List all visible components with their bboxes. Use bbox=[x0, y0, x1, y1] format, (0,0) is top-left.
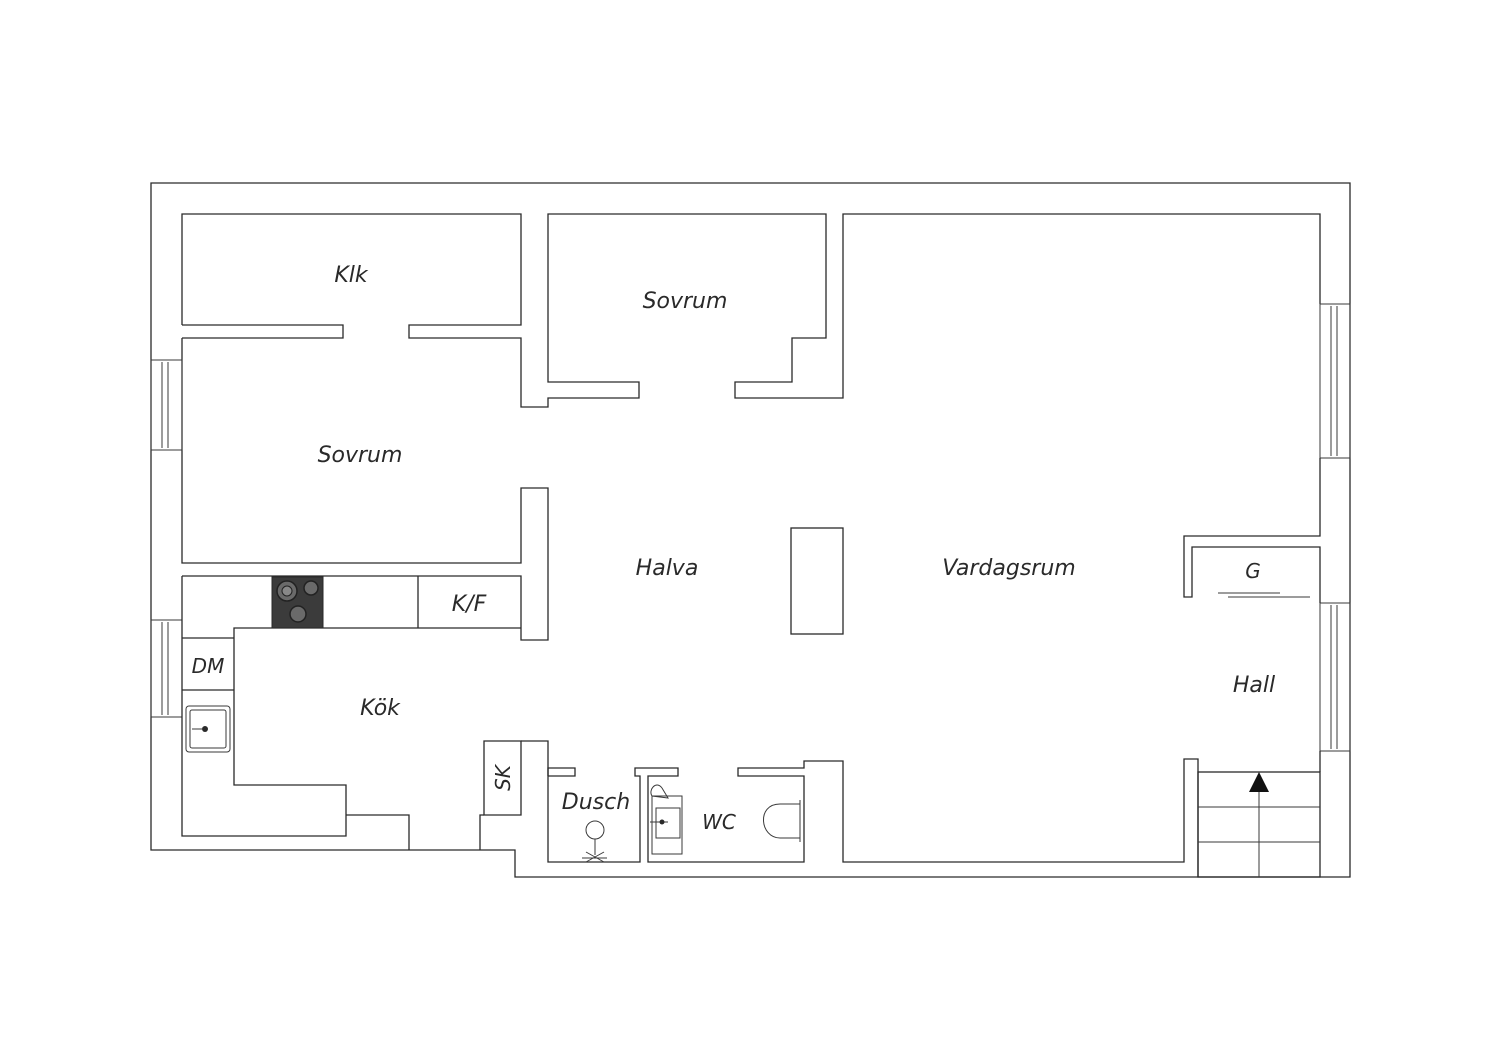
stove-icon bbox=[271, 576, 324, 629]
kitchen-counter-top bbox=[181, 576, 521, 837]
room-label-dm: DM bbox=[192, 654, 225, 678]
shower-icon bbox=[582, 820, 607, 863]
window-right-upper bbox=[1319, 303, 1351, 459]
dusch-inner bbox=[547, 767, 576, 777]
washbasin-icon bbox=[650, 784, 683, 855]
window-left-lower bbox=[150, 619, 183, 718]
room-label-hall: Hall bbox=[1233, 673, 1275, 698]
sk-cabinet bbox=[483, 740, 522, 816]
room-label-kf: K/F bbox=[452, 592, 487, 617]
room-label-wc: WC bbox=[702, 810, 736, 834]
window-left-upper bbox=[150, 359, 183, 451]
room-label-sovrum-left: Sovrum bbox=[318, 443, 403, 468]
right-inner-wall bbox=[1183, 458, 1321, 603]
room-label-halva: Halva bbox=[636, 556, 699, 581]
room-label-sovrum-top: Sovrum bbox=[643, 289, 728, 314]
room-label-klk: Klk bbox=[334, 263, 369, 288]
outer-wall bbox=[150, 182, 1351, 878]
klk-door-wall-left bbox=[182, 324, 344, 339]
klk-room-wall bbox=[181, 213, 1321, 408]
room-label-sk: SK bbox=[491, 763, 515, 791]
kitchen-lower-wall bbox=[346, 814, 410, 850]
room-label-dusch: Dusch bbox=[562, 790, 630, 815]
room-label-vardagsrum: Vardagsrum bbox=[942, 556, 1075, 581]
sk-wall bbox=[479, 740, 1199, 877]
window-right-lower bbox=[1319, 602, 1351, 752]
sovrum-left-wall bbox=[181, 338, 549, 641]
stairs-arrow-icon bbox=[1249, 772, 1269, 792]
center-column bbox=[790, 527, 844, 635]
room-label-kok: Kök bbox=[360, 696, 401, 721]
room-label-g: G bbox=[1245, 559, 1261, 583]
kitchen-sink-icon bbox=[185, 705, 231, 753]
toilet-icon bbox=[763, 800, 801, 842]
wardrobe-doors bbox=[1218, 592, 1310, 598]
